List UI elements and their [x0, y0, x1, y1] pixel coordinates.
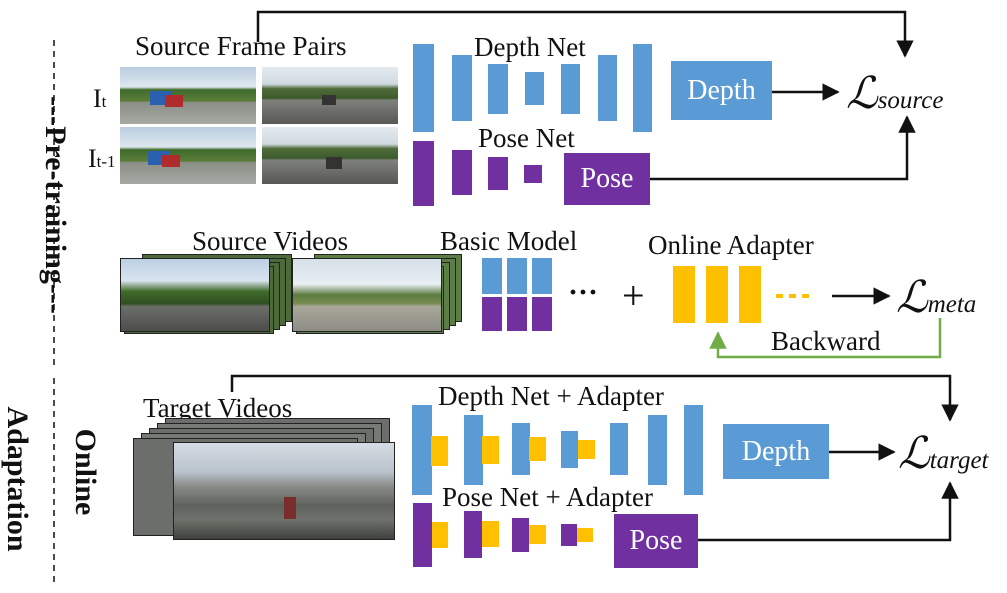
online-side-label: Online — [69, 428, 102, 516]
pose-to-source-arrow — [650, 115, 916, 181]
basic-model-depth-1 — [482, 258, 502, 294]
pose-to-target-arrow — [698, 481, 959, 542]
depth-net-block-2 — [452, 55, 472, 121]
adaptation-side-label: Adaptation — [1, 406, 34, 552]
basic-model-depth-3 — [532, 258, 552, 294]
adapt-depth-adapter-1 — [431, 436, 448, 466]
pose-net-block-4 — [524, 165, 542, 183]
target-videos-label: Target Videos — [143, 393, 293, 423]
loss-source: ℒsource — [846, 69, 944, 118]
pose-net-block-3 — [488, 157, 508, 190]
adapt-pose-adapter-3 — [529, 525, 546, 544]
adapter-block-3 — [739, 266, 761, 323]
adapter-block-1 — [673, 266, 695, 323]
depth-net-block-5 — [561, 64, 580, 114]
source-top-line — [256, 10, 914, 58]
adapt-depth-block-1 — [412, 405, 432, 495]
source-video-stack-right — [292, 254, 464, 336]
target-video-stack — [125, 418, 395, 542]
adapt-depth-adapter-3 — [529, 437, 546, 461]
adapt-depth-adapter-2 — [482, 436, 499, 464]
depth-net-block-1 — [413, 44, 434, 132]
adapt-depth-output-box: Depth — [723, 424, 829, 479]
depth-output-box: Depth — [671, 61, 772, 120]
frame-it-right-image — [262, 67, 398, 124]
adapt-depth-block-5 — [610, 423, 628, 475]
source-videos-label: Source Videos — [192, 226, 349, 256]
frame-it1-left-image — [120, 127, 256, 184]
basic-model-ellipsis: ··· — [568, 276, 599, 309]
adapt-depth-block-3 — [512, 423, 530, 475]
adapt-depth-block-4 — [561, 431, 578, 468]
pretraining-side-label: ---Pre-training--- — [39, 96, 72, 314]
depth-net-block-3 — [488, 64, 508, 114]
target-top-line — [230, 374, 959, 422]
depth-net-label: Depth Net — [474, 32, 586, 62]
basic-model-pose-2 — [507, 297, 527, 331]
loss-meta: ℒmeta — [896, 273, 977, 322]
loss-target: ℒtarget — [898, 429, 989, 478]
adapt-depth-block-6 — [648, 415, 667, 485]
pose-net-block-2 — [452, 150, 472, 195]
source-frame-pairs-label: Source Frame Pairs — [135, 31, 347, 61]
frame-it-label: It — [93, 84, 107, 113]
frame-it1-right-image — [262, 127, 398, 184]
adapt-pose-output-box: Pose — [614, 514, 698, 568]
frame-it1-label: It-1 — [88, 144, 116, 173]
adapt-depth-adapter-4 — [578, 440, 595, 459]
adapt-pose-adapter-2 — [482, 521, 499, 547]
depth-net-block-7 — [633, 44, 652, 132]
plus-sign: + — [622, 273, 645, 318]
adapter-block-2 — [706, 266, 728, 323]
pose-output-box: Pose — [564, 153, 650, 205]
online-adapter-label: Online Adapter — [648, 230, 814, 260]
depth-net-block-4 — [525, 72, 544, 105]
adapt-pose-block-3 — [512, 518, 529, 552]
basic-model-pose-1 — [482, 297, 502, 331]
source-video-stack-left — [120, 254, 295, 336]
backward-label: Backward — [771, 326, 881, 356]
basic-model-label: Basic Model — [440, 226, 578, 256]
pose-net-label: Pose Net — [478, 123, 575, 153]
basic-model-pose-3 — [532, 297, 552, 331]
adapt-pose-block-2 — [464, 511, 482, 558]
pose-net-block-1 — [413, 141, 434, 206]
adapt-pose-adapter-4 — [577, 528, 593, 542]
adapt-pose-block-4 — [561, 524, 577, 546]
adapt-pose-block-1 — [413, 503, 432, 567]
depth-net-block-6 — [598, 55, 617, 121]
depth-net-adapter-label: Depth Net + Adapter — [438, 381, 664, 411]
adapt-depth-block-2 — [464, 415, 483, 485]
basic-model-depth-2 — [507, 258, 527, 294]
frame-it-left-image — [120, 67, 256, 124]
pose-net-adapter-label: Pose Net + Adapter — [442, 482, 653, 512]
adapt-pose-adapter-1 — [432, 522, 448, 548]
adapt-depth-block-7 — [684, 405, 703, 495]
backward-arrow — [709, 318, 942, 359]
